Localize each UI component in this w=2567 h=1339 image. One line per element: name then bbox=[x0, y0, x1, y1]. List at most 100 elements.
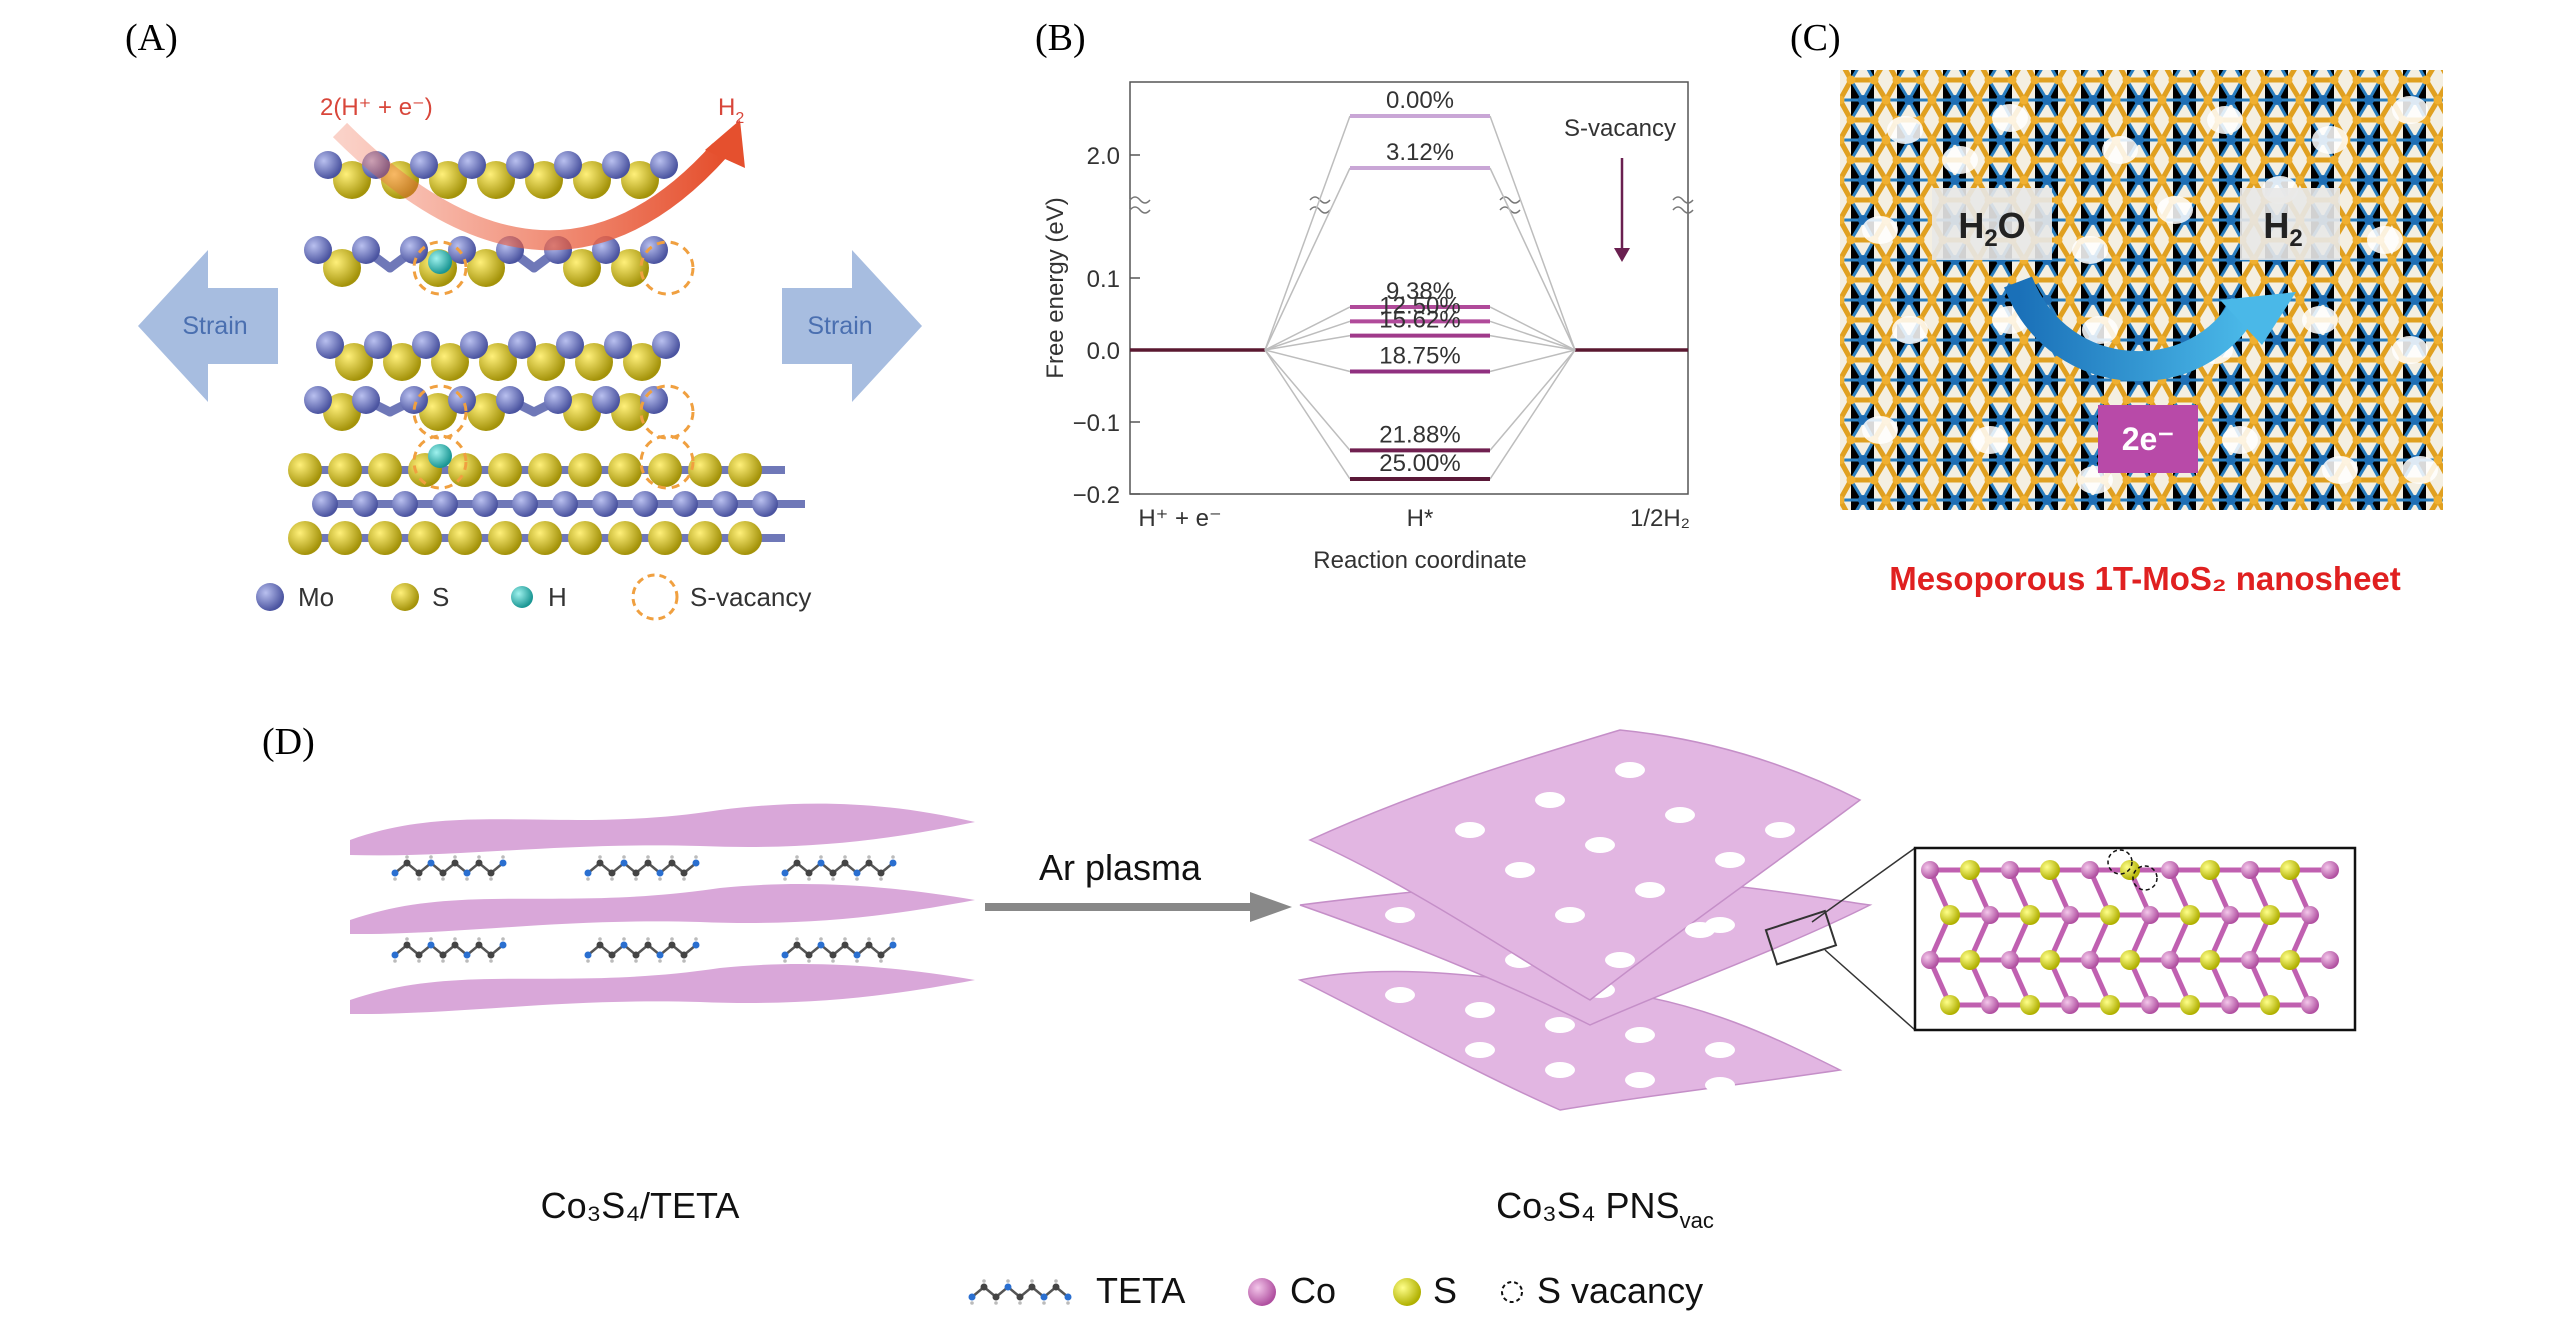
mo-atom bbox=[712, 491, 738, 517]
legend-label-mo: Mo bbox=[298, 582, 334, 612]
co-atom bbox=[2301, 906, 2319, 924]
s-atom bbox=[408, 521, 442, 555]
strain-label-left: Strain bbox=[182, 312, 247, 340]
teta-molecule bbox=[781, 937, 897, 963]
mo-atom bbox=[460, 331, 488, 359]
s-atom bbox=[288, 521, 322, 555]
s-atom bbox=[2200, 950, 2220, 970]
pore bbox=[1992, 104, 2028, 132]
series-label: 0.00% bbox=[1386, 87, 1454, 114]
mo-atom bbox=[410, 151, 438, 179]
pore bbox=[1455, 822, 1485, 838]
s-atom bbox=[528, 521, 562, 555]
h2o-label-box bbox=[1932, 188, 2052, 260]
s-vacancy bbox=[2132, 865, 2158, 891]
co-atom bbox=[2161, 861, 2179, 879]
mo-atom bbox=[472, 491, 498, 517]
s-atom bbox=[2040, 950, 2060, 970]
porous-sheet bbox=[1308, 729, 1862, 1001]
mo-atom bbox=[352, 491, 378, 517]
s-atom bbox=[2180, 905, 2200, 925]
s-atom bbox=[2260, 995, 2280, 1015]
teta-molecule bbox=[391, 855, 507, 881]
co-atom bbox=[2081, 861, 2099, 879]
co-s-lattice bbox=[1921, 849, 2339, 1015]
legend-label-s: S bbox=[1433, 1270, 1457, 1311]
s-atom bbox=[527, 343, 565, 381]
pore bbox=[2222, 426, 2258, 454]
s-atom bbox=[728, 521, 762, 555]
co-atom bbox=[2061, 996, 2079, 1014]
pore bbox=[2367, 226, 2403, 254]
s-atom bbox=[429, 161, 467, 199]
series-label: 25.00% bbox=[1379, 450, 1460, 477]
s-atom bbox=[621, 161, 659, 199]
teta-molecule bbox=[968, 1279, 1072, 1305]
teta-molecule bbox=[584, 855, 700, 881]
s-atom bbox=[383, 343, 421, 381]
legend-label-s: S bbox=[432, 582, 449, 612]
mo-atom bbox=[640, 386, 668, 414]
panel-label-c: (C) bbox=[1790, 17, 1841, 59]
pore bbox=[1715, 852, 1745, 868]
s-atom bbox=[2280, 950, 2300, 970]
s-atom bbox=[477, 161, 515, 199]
s-atom bbox=[368, 453, 402, 487]
mo-atom bbox=[640, 236, 668, 264]
s-atom bbox=[648, 521, 682, 555]
co-atom bbox=[1981, 906, 1999, 924]
mo-atom bbox=[432, 491, 458, 517]
s-atom bbox=[1940, 905, 1960, 925]
mo-atom bbox=[412, 331, 440, 359]
pore bbox=[2392, 96, 2428, 124]
mo-atom bbox=[496, 386, 524, 414]
pore bbox=[2392, 336, 2428, 364]
vacancy-marker bbox=[639, 434, 695, 490]
s-atom bbox=[419, 393, 457, 431]
strain-label-right: Strain bbox=[807, 312, 872, 340]
right-caption: Co₃S₄ PNSvac bbox=[1496, 1185, 1714, 1233]
co-atom bbox=[2321, 861, 2339, 879]
pore bbox=[2322, 456, 2358, 484]
mo-atom bbox=[552, 491, 578, 517]
co-atom bbox=[2301, 996, 2319, 1014]
pore bbox=[1625, 1027, 1655, 1043]
s-atom bbox=[448, 453, 482, 487]
pore bbox=[1665, 807, 1695, 823]
pore bbox=[1615, 762, 1645, 778]
connector-line bbox=[1264, 167, 1351, 351]
vacancy-marker bbox=[639, 240, 695, 296]
mo-atom-icon bbox=[256, 583, 284, 611]
pore bbox=[1535, 792, 1565, 808]
panel-b-chart: 2.00.10.0−0.1−0.2H⁺ + e⁻H*1/2H₂0.00%3.12… bbox=[1042, 81, 1694, 574]
s-atom bbox=[2040, 860, 2060, 880]
connector-line bbox=[1489, 320, 1576, 351]
connector-line bbox=[1489, 306, 1576, 351]
mos2-lattice-illustration bbox=[288, 151, 805, 555]
vacancy-marker bbox=[412, 240, 468, 296]
axis-break bbox=[1129, 196, 1151, 214]
pore bbox=[1545, 1062, 1575, 1078]
pore bbox=[1625, 1072, 1655, 1088]
s-atom bbox=[525, 161, 563, 199]
pore bbox=[1385, 907, 1415, 923]
s-atom bbox=[479, 343, 517, 381]
co-atom bbox=[2221, 996, 2239, 1014]
mo-atom bbox=[752, 491, 778, 517]
mo-atom bbox=[304, 236, 332, 264]
s-atom bbox=[488, 453, 522, 487]
co-atom bbox=[2221, 906, 2239, 924]
co-atom bbox=[1981, 996, 1999, 1014]
mo-atom bbox=[652, 331, 680, 359]
connector-line bbox=[1489, 334, 1576, 351]
connector-line bbox=[1489, 167, 1576, 351]
y-tick-label: 0.0 bbox=[1087, 338, 1120, 365]
pore bbox=[2157, 196, 2193, 224]
s-atom bbox=[568, 453, 602, 487]
s-atom bbox=[2280, 860, 2300, 880]
panel-c: H2O H2 2e⁻ Mesoporous 1T-MoS₂ nanosheet bbox=[1840, 70, 2443, 597]
mo-atom bbox=[554, 151, 582, 179]
connector-line bbox=[1264, 306, 1351, 351]
s-atom bbox=[431, 343, 469, 381]
y-tick-label: −0.1 bbox=[1073, 410, 1120, 437]
